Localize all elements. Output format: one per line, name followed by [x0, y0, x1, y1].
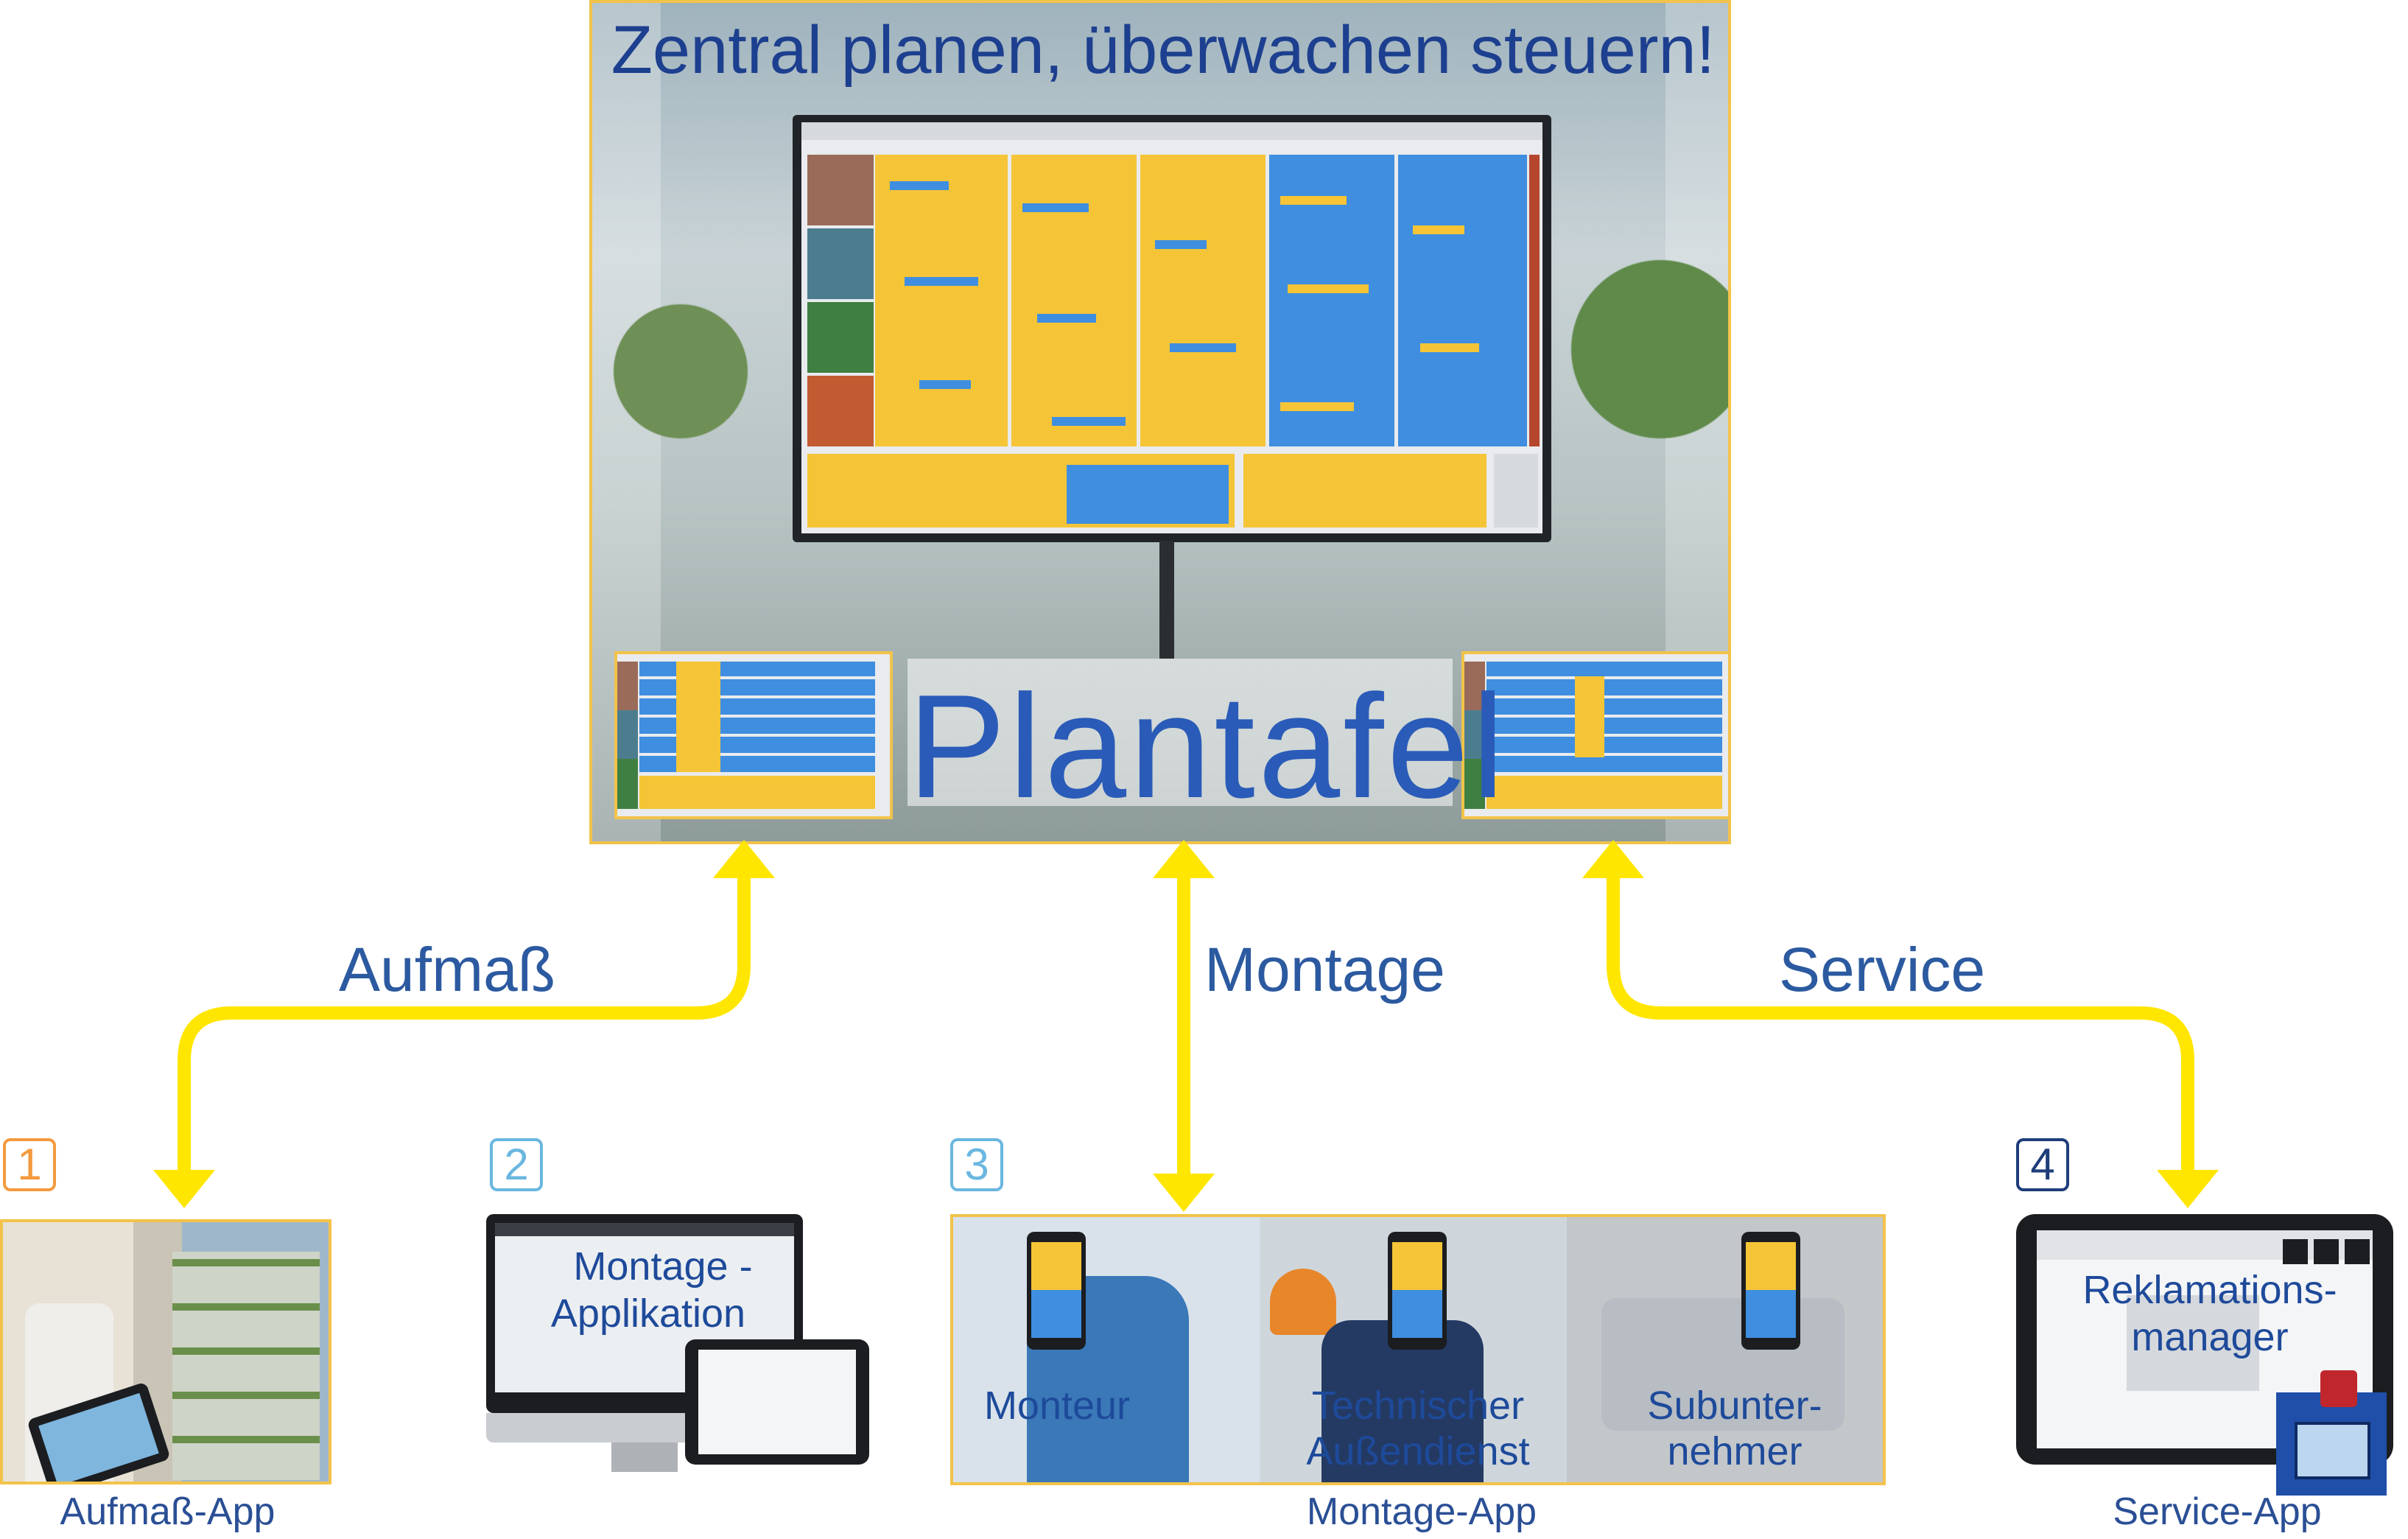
note-icon[interactable]: [2345, 1239, 2370, 1264]
plantafel-hero-panel: Zentral planen, überwachen steuern!: [589, 0, 1731, 844]
app-number-2: 2: [490, 1138, 543, 1191]
aufmass-app-photo: [0, 1219, 331, 1484]
overlay-montage-line1: Montage -: [573, 1244, 753, 1289]
overlay-reklamations-line2: manager: [2131, 1315, 2289, 1359]
plantafel-brand: Plantafel: [908, 665, 1508, 829]
app-number-4: 4: [2016, 1138, 2069, 1191]
label-subunternehmer-line2: nehmer: [1667, 1429, 1803, 1473]
arrow-head-middle-up: [1153, 840, 1215, 878]
overlay-montage-line2: Applikation: [550, 1291, 746, 1336]
complaint-box-icon: [2276, 1370, 2398, 1496]
montage-applikation-devices: [486, 1214, 869, 1479]
arrow-head-left-down: [153, 1170, 215, 1208]
montage-app-photos: [950, 1214, 1886, 1485]
brand-backdrop: [908, 659, 1453, 806]
mini-plantafel-right: [1461, 651, 1728, 819]
caption-aufmass-app: Aufmaß-App: [60, 1490, 275, 1533]
app-number-1: 1: [3, 1138, 56, 1191]
overlay-reklamations-line1: Reklamations-: [2082, 1268, 2337, 1312]
arrow-label-aufmass: Aufmaß: [339, 935, 556, 1004]
main-monitor: [793, 115, 1551, 542]
label-monteur: Monteur: [983, 1384, 1131, 1428]
arrow-head-right-down: [2157, 1170, 2219, 1208]
home-icon[interactable]: [2283, 1239, 2308, 1264]
mini-plantafel-left: [614, 651, 893, 819]
arrow-label-montage: Montage: [1204, 935, 1445, 1004]
hero-title: Zentral planen, überwachen steuern!: [611, 13, 1716, 88]
arrow-label-service: Service: [1779, 935, 1986, 1004]
label-technischer: Technischer: [1311, 1384, 1525, 1428]
caption-service-app: Service-App: [2113, 1490, 2322, 1533]
arrow-head-middle-down: [1153, 1174, 1215, 1212]
label-subunternehmer-line1: Subunter-: [1647, 1384, 1822, 1428]
app-number-3: 3: [950, 1138, 1003, 1191]
edit-icon[interactable]: [2314, 1239, 2339, 1264]
caption-montage-app: Montage-App: [1306, 1490, 1537, 1533]
service-app-tablet: [2016, 1214, 2393, 1465]
plantafel-schedule-screen: [801, 122, 1542, 533]
arrow-head-left-up: [713, 840, 775, 878]
arrow-head-right-up: [1582, 840, 1644, 878]
label-aussendienst: Außendienst: [1306, 1429, 1530, 1473]
monitor-stand: [1159, 541, 1174, 659]
schedule-grid-graphic: [801, 122, 1542, 527]
